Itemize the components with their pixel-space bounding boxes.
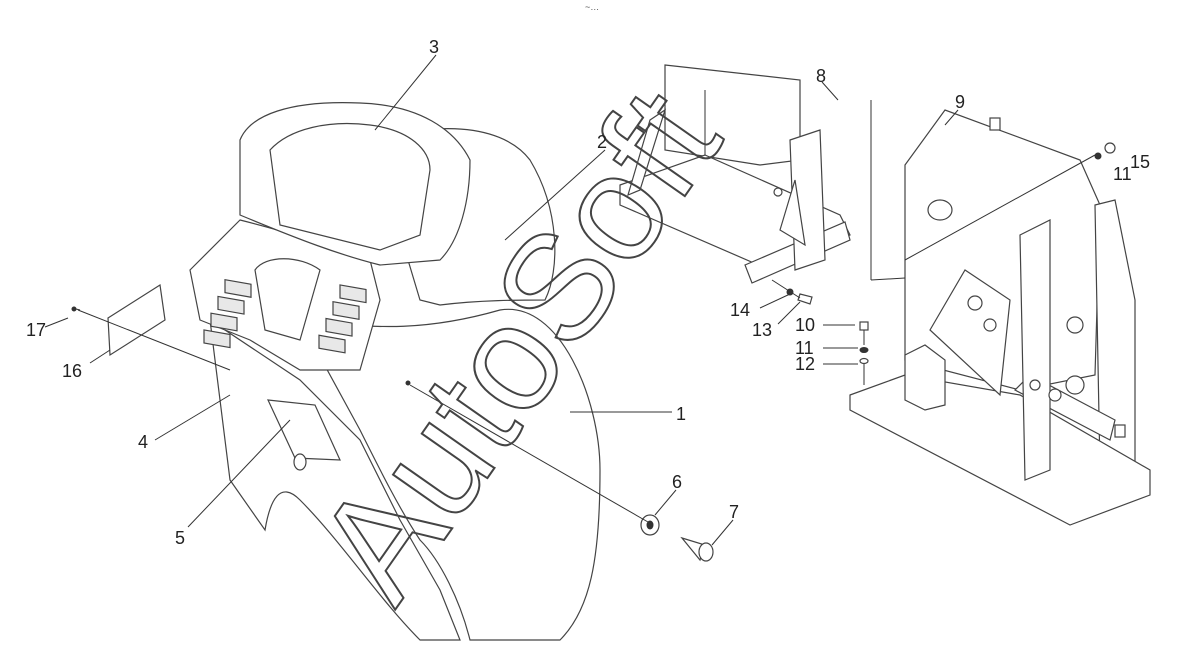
display-panel-part-5 [267,399,341,461]
callout-7: 7 [729,502,739,522]
callout-16: 16 [62,361,82,381]
leader-17 [77,309,231,371]
callout-11b: 11 [1113,164,1132,184]
column-body-part-1 [298,308,601,641]
callout-2: 2 [597,132,607,152]
lock-washer-part-11 [859,347,869,353]
left-switch-bank [203,278,252,349]
knob-part-7 [680,536,714,562]
right-switch-bank [318,284,367,354]
mounting-frame-part-8 [619,64,851,284]
lock-washer-part-11b [1094,152,1102,160]
screw-part-17 [71,306,81,312]
lower-hole [293,453,307,471]
callout-15: 15 [1130,152,1150,172]
hood-opening [269,122,431,251]
nut-part-15 [1104,142,1116,154]
bolt-part-10 [859,321,869,345]
base-bracket-part-9 [849,109,1151,526]
callout-13: 13 [752,320,772,340]
callout-4: 4 [138,432,148,452]
callout-3: 3 [429,37,439,57]
knob-mount-point [405,380,411,386]
callout-14: 14 [730,300,750,320]
callout-12: 12 [795,354,815,374]
leader-knob [409,384,649,523]
leader-bolt [771,279,801,299]
callout-9: 9 [955,92,965,112]
header-mark: ~… [585,2,599,12]
callout-8: 8 [816,66,826,86]
flat-washer-part-12 [859,357,869,365]
callout-17: 17 [26,320,46,340]
leader-lines [44,54,1096,546]
central-recess [254,258,321,341]
callout-5: 5 [175,528,185,548]
callout-1: 1 [676,404,686,424]
bolt-part-13 [797,293,813,305]
callout-6: 6 [672,472,682,492]
cover-plate-part-16 [107,283,166,357]
callout-10: 10 [795,315,815,335]
callout-11: 11 [795,338,814,358]
console-housing [189,102,601,641]
washer-part-6 [640,514,660,536]
